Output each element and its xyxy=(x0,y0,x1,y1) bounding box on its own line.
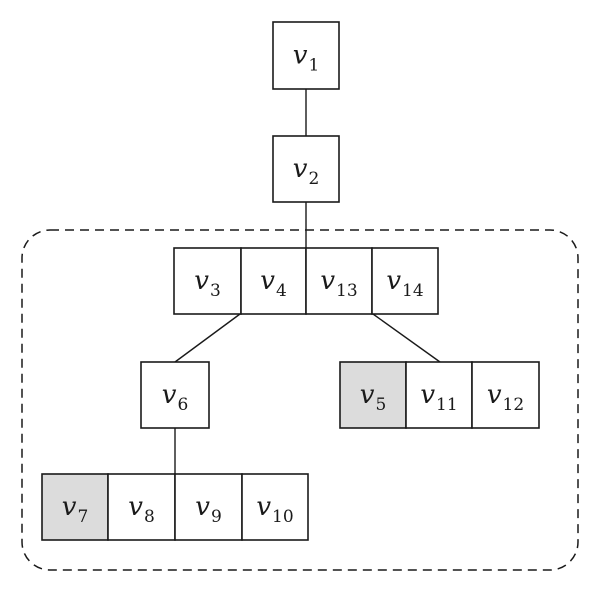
node-subscript: 6 xyxy=(177,395,188,415)
node-var: v xyxy=(386,266,401,296)
node-label: v5 xyxy=(360,380,387,415)
node-box xyxy=(173,247,242,315)
node-subscript: 14 xyxy=(402,281,424,301)
node-box xyxy=(371,247,439,315)
node-box xyxy=(174,473,243,541)
edge-group-v5-v11-v12 xyxy=(372,313,441,363)
node-box xyxy=(339,361,407,429)
node-subscript: 3 xyxy=(210,281,221,301)
node-subscript: 8 xyxy=(144,507,155,527)
node-label: v12 xyxy=(487,380,524,415)
node-label: v11 xyxy=(420,380,457,415)
node-label: v10 xyxy=(256,492,293,527)
node-box xyxy=(41,473,109,541)
node-v4: v4 xyxy=(240,247,307,315)
node-var: v xyxy=(420,380,435,410)
node-label: v9 xyxy=(195,492,222,527)
node-v9: v9 xyxy=(174,473,243,541)
node-subscript: 5 xyxy=(375,395,386,415)
node-var: v xyxy=(195,492,210,522)
node-box xyxy=(305,247,373,315)
node-subscript: 2 xyxy=(308,169,319,189)
node-label: v3 xyxy=(194,266,221,301)
node-label: v1 xyxy=(293,41,320,76)
edge-group-v6 xyxy=(174,313,241,363)
node-label: v7 xyxy=(62,492,89,527)
node-box xyxy=(241,473,309,541)
node-label: v13 xyxy=(320,266,357,301)
node-box xyxy=(140,361,210,429)
node-var: v xyxy=(194,266,209,296)
node-v5: v5 xyxy=(339,361,407,429)
node-subscript: 13 xyxy=(336,281,358,301)
node-v10: v10 xyxy=(241,473,309,541)
node-v2: v2 xyxy=(272,135,340,203)
node-var: v xyxy=(162,380,177,410)
node-box xyxy=(405,361,473,429)
node-v11: v11 xyxy=(405,361,473,429)
node-subscript: 10 xyxy=(272,507,294,527)
node-label: v8 xyxy=(128,492,155,527)
node-label: v6 xyxy=(162,380,189,415)
node-var: v xyxy=(256,492,271,522)
node-var: v xyxy=(293,41,308,71)
node-box xyxy=(272,21,340,90)
node-v6: v6 xyxy=(140,361,210,429)
node-var: v xyxy=(260,266,275,296)
node-v14: v14 xyxy=(371,247,439,315)
node-box xyxy=(471,361,540,429)
node-var: v xyxy=(62,492,77,522)
node-v3: v3 xyxy=(173,247,242,315)
node-subscript: 12 xyxy=(503,395,525,415)
node-box xyxy=(272,135,340,203)
node-v12: v12 xyxy=(471,361,540,429)
node-v1: v1 xyxy=(272,21,340,90)
node-subscript: 11 xyxy=(436,395,458,415)
node-var: v xyxy=(487,380,502,410)
node-v8: v8 xyxy=(107,473,176,541)
node-box xyxy=(240,247,307,315)
node-subscript: 1 xyxy=(308,56,319,76)
node-subscript: 7 xyxy=(77,507,88,527)
node-v7: v7 xyxy=(41,473,109,541)
node-label: v4 xyxy=(260,266,287,301)
node-subscript: 4 xyxy=(276,281,287,301)
node-var: v xyxy=(128,492,143,522)
node-var: v xyxy=(320,266,335,296)
node-v13: v13 xyxy=(305,247,373,315)
node-var: v xyxy=(293,154,308,184)
node-subscript: 9 xyxy=(211,507,222,527)
node-label: v14 xyxy=(386,266,423,301)
node-label: v2 xyxy=(293,154,320,189)
node-var: v xyxy=(360,380,375,410)
node-box xyxy=(107,473,176,541)
